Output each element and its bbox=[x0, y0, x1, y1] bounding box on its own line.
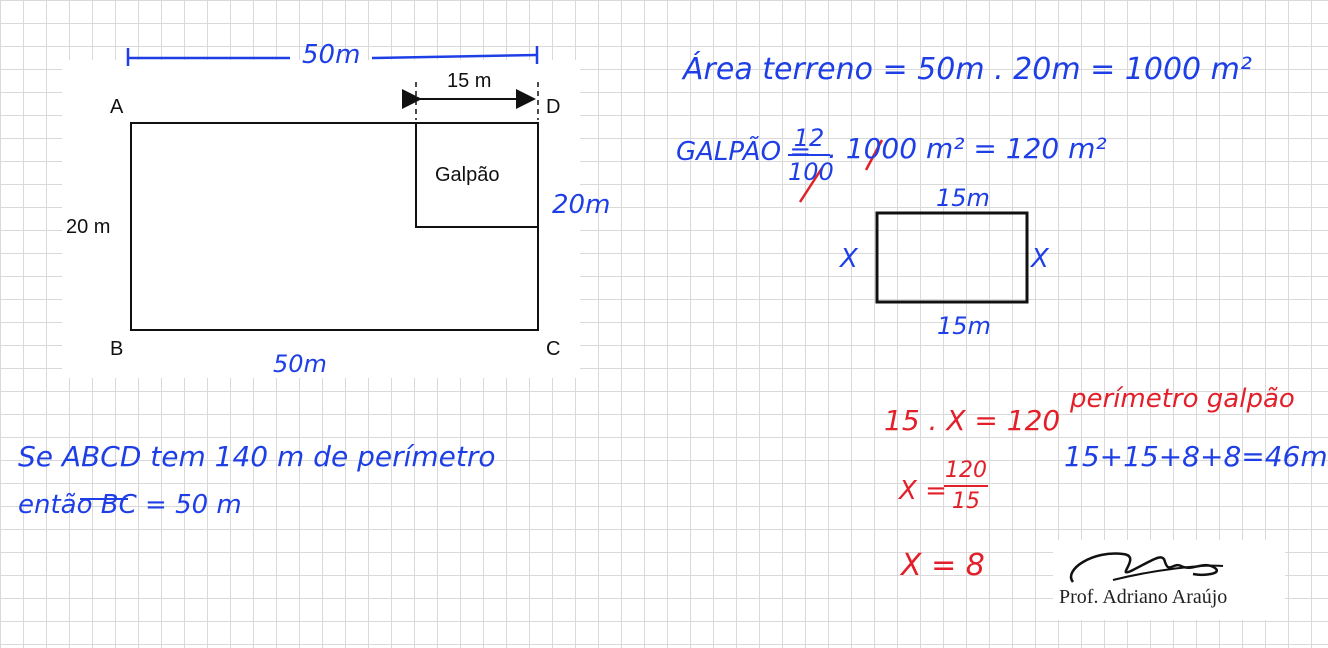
signature-name: Prof. Adriano Araújo bbox=[1059, 586, 1228, 608]
equation-1: 15 . X = 120 bbox=[884, 404, 1061, 437]
shed-sketch-rectangle bbox=[875, 211, 1029, 304]
signature-block: Prof. Adriano Araújo bbox=[1053, 540, 1285, 620]
equation-2-bar bbox=[944, 485, 988, 487]
rect-left-label: X bbox=[840, 244, 858, 274]
perimeter-title: perímetro galpão bbox=[1070, 384, 1295, 414]
equation-2-lhs: X = bbox=[899, 476, 947, 506]
shed-width-label: 15 m bbox=[447, 70, 492, 92]
perimeter-statement-1: Se ABCD tem 140 m de perímetro bbox=[18, 440, 496, 473]
equation-2-denominator: 15 bbox=[952, 489, 980, 514]
vertex-b-label: B bbox=[110, 338, 124, 360]
galpao-label: GALPÃO = bbox=[676, 137, 812, 167]
rect-bottom-label: 15m bbox=[937, 312, 991, 340]
area-line: Área terreno = 50m . 20m = 1000 m² bbox=[683, 52, 1252, 87]
top-length-annotation: 50m bbox=[302, 40, 361, 70]
equation-3: X = 8 bbox=[901, 548, 985, 583]
side-left-label: 20 m bbox=[66, 216, 111, 238]
rect-right-label: X bbox=[1031, 244, 1049, 274]
vertex-c-label: C bbox=[546, 338, 561, 360]
top-length-line-right bbox=[371, 53, 538, 60]
signature-scribble bbox=[1069, 552, 1224, 583]
shed-name-label: Galpão bbox=[435, 164, 500, 186]
rect-top-label: 15m bbox=[936, 184, 990, 212]
fraction-numerator: 12 bbox=[793, 124, 825, 152]
perimeter-sum: 15+15+8+8=46m bbox=[1064, 440, 1328, 473]
perimeter-statement-2: então BC = 50 m bbox=[18, 490, 242, 520]
equation-2-fraction: 120 15 bbox=[944, 458, 988, 514]
equation-2-numerator: 120 bbox=[945, 458, 987, 483]
figure-panel: A D B C 20 m 15 m Galpão bbox=[62, 60, 580, 378]
fraction-denominator: 100 bbox=[788, 158, 834, 186]
galpao-rest: . 1000 m² = 120 m² bbox=[828, 132, 1107, 165]
bottom-length-annotation: 50m bbox=[273, 350, 327, 378]
fraction-bar bbox=[788, 154, 830, 156]
galpao-fraction: 12 100 bbox=[788, 124, 834, 186]
shed-side-annotation: 20m bbox=[552, 190, 611, 220]
vertex-a-label: A bbox=[110, 96, 124, 118]
shed-rectangle bbox=[415, 122, 539, 228]
figure-diagram bbox=[130, 82, 539, 331]
vertex-d-label: D bbox=[546, 96, 561, 118]
